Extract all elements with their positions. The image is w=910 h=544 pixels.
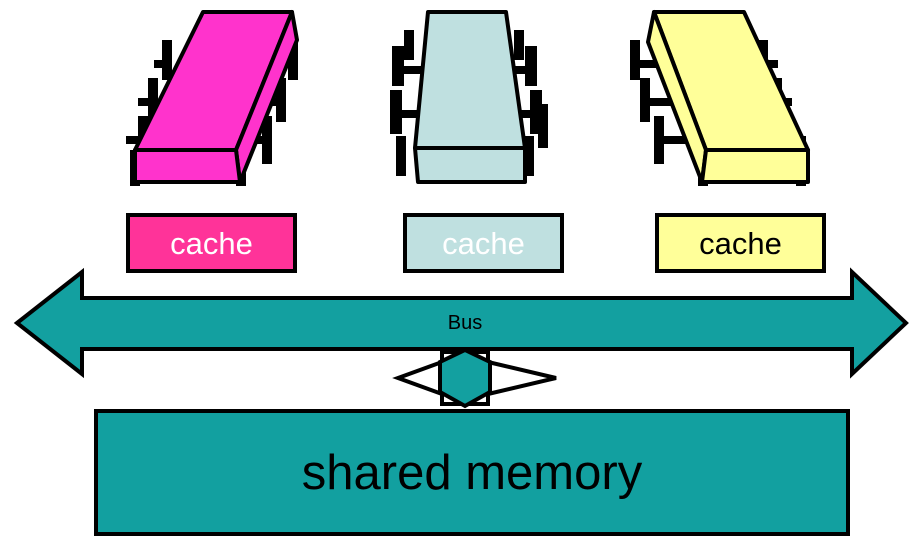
processor-3-icon <box>630 10 810 186</box>
shared-memory-box: shared memory <box>94 409 850 536</box>
cache-box-2: cache <box>403 213 564 273</box>
cache-box-3: cache <box>655 213 826 273</box>
cache-label-1: cache <box>170 225 253 261</box>
processor-2-icon <box>390 10 548 184</box>
cache-label-2: cache <box>442 225 525 261</box>
processor-1-icon <box>126 10 299 186</box>
cache-label-3: cache <box>699 225 782 261</box>
bus-arrow-icon <box>13 267 909 379</box>
bus-label: Bus <box>447 312 483 334</box>
cache-box-1: cache <box>126 213 297 273</box>
shared-memory-label: shared memory <box>301 445 643 500</box>
